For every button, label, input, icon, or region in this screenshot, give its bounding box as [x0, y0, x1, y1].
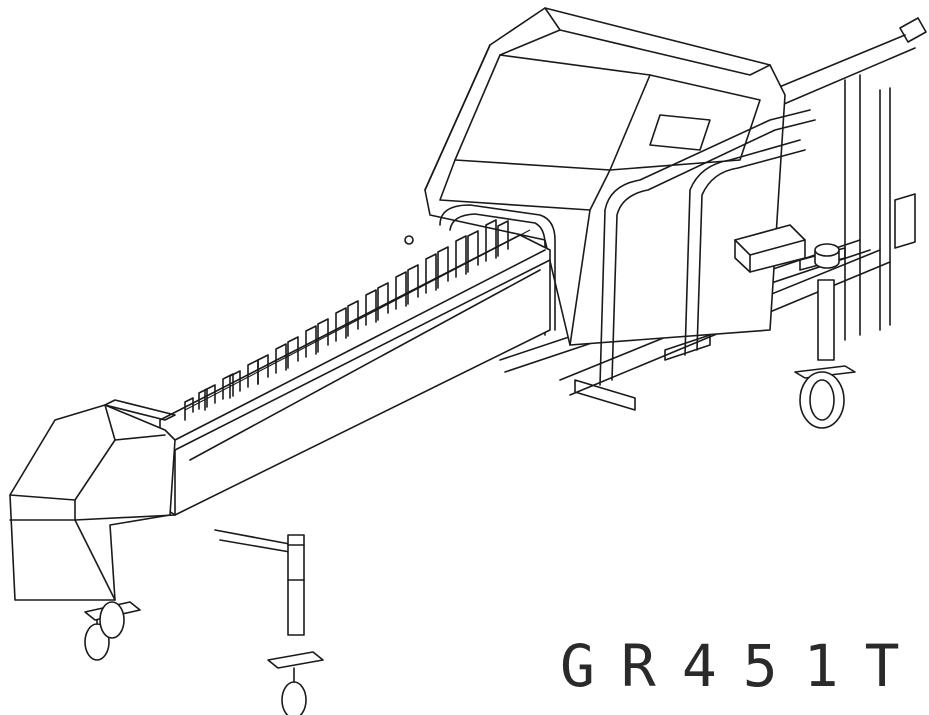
control-box: [734, 224, 840, 273]
front-housing: [9, 399, 176, 601]
rear-top-rail: [759, 17, 927, 341]
guard-bars: [439, 109, 816, 386]
rear-leg-and-wheel: [794, 279, 856, 429]
front-legs-and-wheels: [84, 529, 324, 715]
conveyor-trough: [159, 234, 551, 516]
conveyor-fingers: [184, 219, 531, 421]
engine-housing: [424, 7, 786, 346]
model-label: GR451T: [560, 632, 926, 700]
